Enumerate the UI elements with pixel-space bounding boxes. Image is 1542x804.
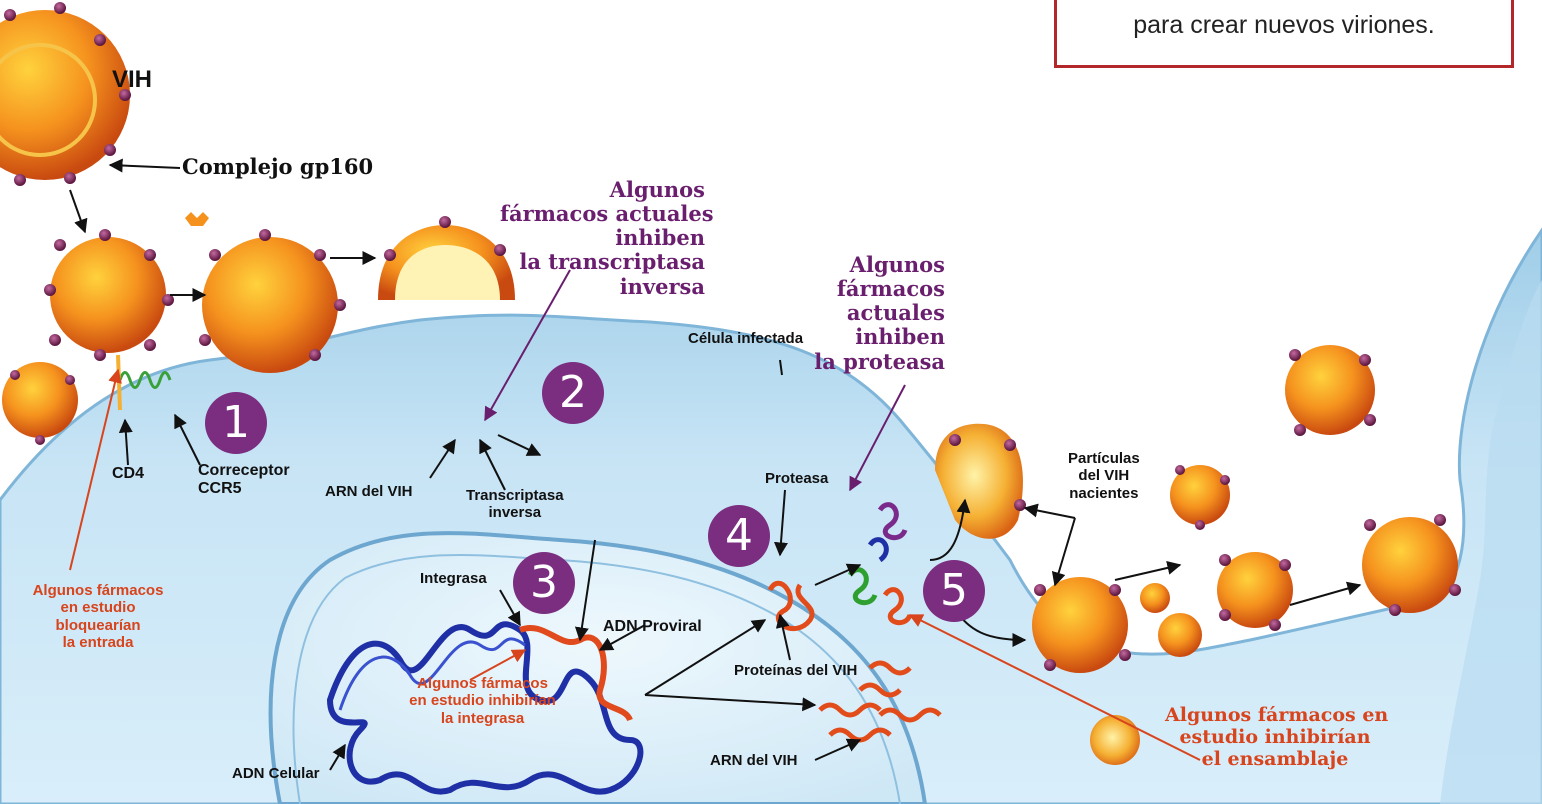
label-adn-celular: ADN Celular: [232, 765, 320, 782]
virus-bottom: [1090, 715, 1140, 765]
virus-free-6: [1140, 583, 1170, 613]
label-celula-infectada: Célula infectada: [688, 330, 803, 347]
small-particle: [185, 212, 209, 226]
label-cd4: CD4: [112, 465, 144, 483]
label-integrasa: Integrasa: [420, 570, 487, 587]
label-vih: VIH: [112, 66, 152, 94]
cd4-stalk: [118, 355, 120, 410]
virus-free-5: [1158, 613, 1202, 657]
label-arn-vih-2: ARN del VIH: [710, 752, 798, 769]
info-box-text: para crear nuevos viriones.: [1057, 11, 1511, 40]
virus-entering: [378, 225, 515, 300]
step-3-badge: 3: [513, 552, 575, 614]
step-2-badge: 2: [542, 362, 604, 424]
label-proteasa: Proteasa: [765, 470, 828, 487]
info-box: para crear nuevos viriones.: [1054, 0, 1514, 68]
label-arn-vih-1: ARN del VIH: [325, 483, 413, 500]
label-adn-proviral: ADN Proviral: [603, 618, 702, 636]
label-proteinas: Proteínas del VIH: [734, 662, 857, 679]
step-5-badge: 5: [923, 560, 985, 622]
step-4-badge: 4: [708, 505, 770, 567]
virus-free-4: [1362, 517, 1458, 613]
step-1-badge: 1: [205, 392, 267, 454]
label-complejo-gp160: Complejo gp160: [182, 155, 373, 179]
